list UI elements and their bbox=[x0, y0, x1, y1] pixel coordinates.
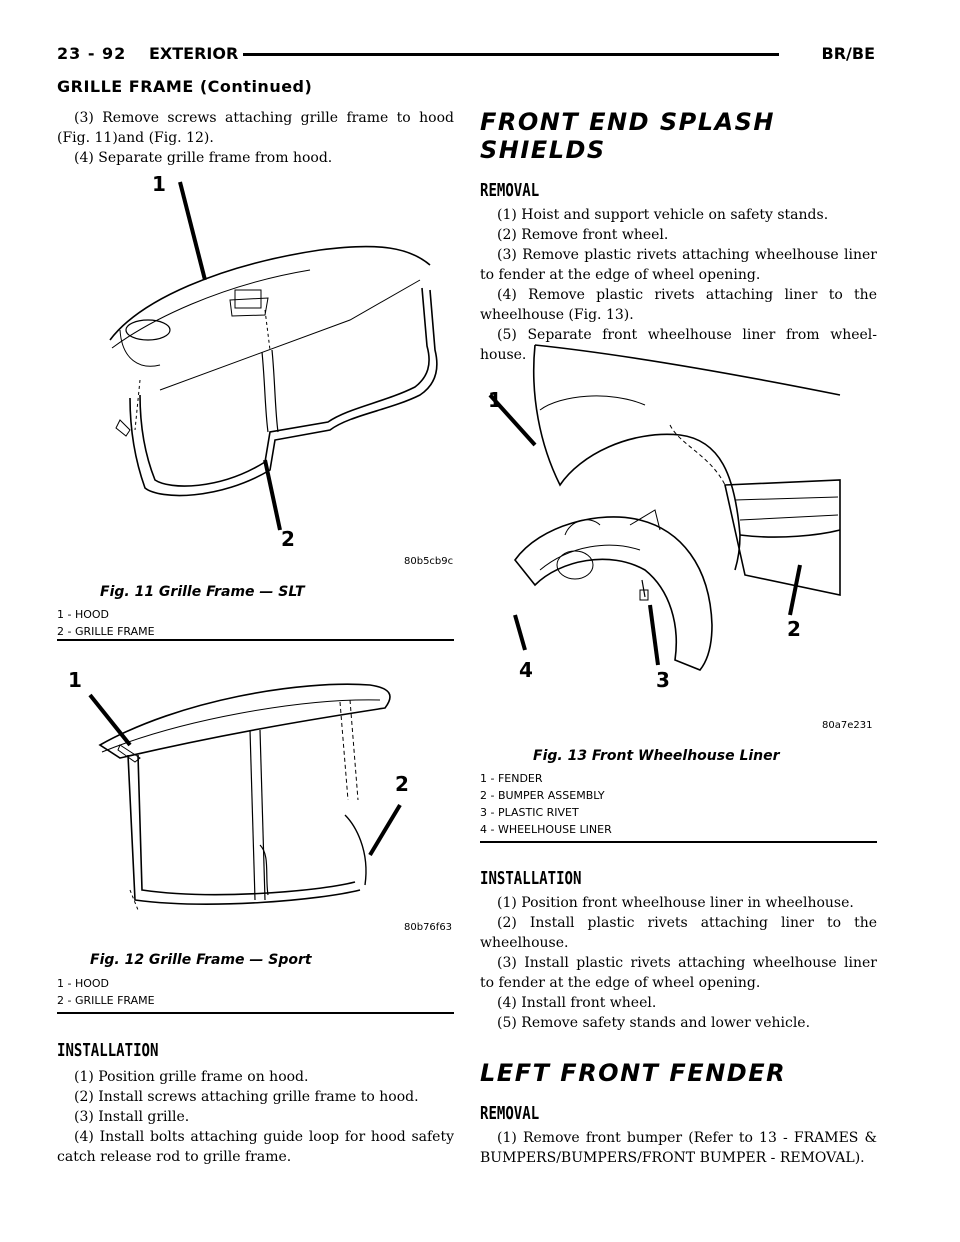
fig11-illustration bbox=[109, 181, 438, 531]
legend-item: 2 - GRILLE FRAME bbox=[57, 625, 155, 638]
figure-code: 80b76f63 bbox=[404, 922, 453, 933]
figure-caption: Fig. 12 Grille Frame — Sport bbox=[90, 952, 312, 968]
legend-item: 1 - HOOD bbox=[57, 608, 110, 621]
legend-item: 4 - WHEELHOUSE LINER bbox=[480, 823, 612, 836]
section-title: LEFT FRONT FENDER bbox=[480, 1059, 787, 1087]
callout-3: 3 bbox=[656, 668, 670, 692]
step: (3) Install grille. bbox=[74, 1109, 190, 1125]
wheelhouse-liner bbox=[513, 516, 713, 671]
section-heading: REMOVAL bbox=[480, 180, 540, 201]
fig13-illustration bbox=[488, 344, 841, 671]
hood-edge bbox=[98, 683, 391, 759]
header-rule bbox=[243, 53, 779, 56]
callout-1: 1 bbox=[152, 172, 166, 196]
step: (4) Install front wheel. bbox=[497, 995, 657, 1011]
figure-rule bbox=[480, 841, 877, 843]
figure-rule bbox=[57, 639, 454, 641]
step: (2) Install screws attaching grille fram… bbox=[74, 1089, 419, 1105]
figure-caption: Fig. 13 Front Wheelhouse Liner bbox=[533, 748, 780, 764]
paragraph: (4) Separate grille frame from hood. bbox=[74, 150, 333, 166]
right-column-bottom: INSTALLATION (1) Position front wheelhou… bbox=[480, 868, 877, 1168]
step: (1) Hoist and support vehicle on safety … bbox=[497, 207, 829, 223]
step: (3) Install plastic rivets attaching whe… bbox=[480, 955, 877, 991]
legend-item: 1 - FENDER bbox=[480, 772, 543, 785]
step: (3) Remove plastic rivets attaching whee… bbox=[480, 247, 877, 283]
figure-legend: 1 - HOOD 2 - GRILLE FRAME bbox=[57, 975, 155, 1009]
legend-item: 3 - PLASTIC RIVET bbox=[480, 806, 579, 819]
callout-1: 1 bbox=[488, 388, 502, 412]
left-column: (3) Remove screws attaching grille frame… bbox=[57, 108, 454, 168]
figure-code: 80b5cb9c bbox=[404, 556, 454, 567]
section-heading: REMOVAL bbox=[480, 1103, 540, 1124]
right-column-top: FRONT END SPLASH SHIELDS REMOVAL (1) Hoi… bbox=[480, 108, 877, 365]
step: (4) Install bolts attaching guide loop f… bbox=[57, 1129, 454, 1165]
legend-item: 2 - GRILLE FRAME bbox=[57, 994, 155, 1007]
page-header: 23 - 92 EXTERIOR BR/BE bbox=[57, 44, 875, 74]
callout-2: 2 bbox=[395, 772, 409, 796]
figure-rule bbox=[57, 1012, 454, 1014]
paragraph: (3) Remove screws attaching grille frame… bbox=[57, 110, 454, 146]
step: (5) Separate front wheelhouse liner from… bbox=[480, 327, 877, 363]
grille-frame bbox=[127, 754, 361, 905]
callout-1: 1 bbox=[68, 668, 82, 692]
page-number: 23 - 92 bbox=[57, 44, 127, 63]
figure-code: 80a7e231 bbox=[822, 720, 873, 731]
section-name: EXTERIOR bbox=[149, 44, 239, 63]
callout-2: 2 bbox=[281, 527, 295, 551]
figure-caption: Fig. 11 Grille Frame — SLT bbox=[100, 584, 305, 600]
callout-4: 4 bbox=[519, 658, 533, 682]
figure-legend: 1 - HOOD 2 - GRILLE FRAME bbox=[57, 606, 155, 640]
section-heading: INSTALLATION bbox=[57, 1040, 159, 1061]
step: (4) Remove plastic rivets attaching line… bbox=[480, 287, 877, 323]
section-heading: INSTALLATION bbox=[480, 868, 582, 889]
hood-edge bbox=[109, 245, 431, 341]
step: (2) Install plastic rivets attaching lin… bbox=[480, 915, 877, 951]
installation-section: INSTALLATION (1) Position grille frame o… bbox=[57, 1040, 454, 1167]
continued-heading: GRILLE FRAME (Continued) bbox=[57, 77, 313, 96]
step: (1) Position front wheelhouse liner in w… bbox=[497, 895, 854, 911]
grille-frame-outer bbox=[129, 289, 438, 497]
fender-top bbox=[534, 344, 841, 396]
step: (1) Position grille frame on hood. bbox=[74, 1069, 309, 1085]
fig12-illustration bbox=[88, 683, 402, 911]
legend-item: 2 - BUMPER ASSEMBLY bbox=[480, 789, 605, 802]
bumper bbox=[724, 479, 841, 596]
step: (2) Remove front wheel. bbox=[497, 227, 669, 243]
fender-wheel-opening bbox=[532, 344, 741, 571]
section-title: FRONT END SPLASH SHIELDS bbox=[480, 108, 775, 164]
model-code: BR/BE bbox=[821, 44, 875, 63]
legend-item: 1 - HOOD bbox=[57, 977, 110, 990]
callout-2: 2 bbox=[787, 617, 801, 641]
step: (1) Remove front bumper (Refer to 13 - F… bbox=[480, 1130, 877, 1166]
step: (5) Remove safety stands and lower vehic… bbox=[497, 1015, 811, 1031]
figure-legend: 1 - FENDER 2 - BUMPER ASSEMBLY 3 - PLAST… bbox=[480, 770, 612, 838]
